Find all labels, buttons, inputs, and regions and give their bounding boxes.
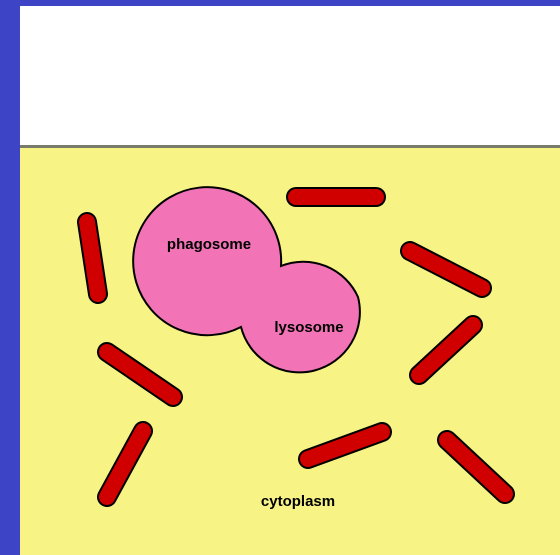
cytoplasm-label: cytoplasm (261, 493, 335, 510)
phagosome-label: phagosome (167, 236, 251, 253)
extracellular-region (20, 6, 560, 146)
lysosome-label: lysosome (274, 319, 343, 336)
bacterium-fill (87, 222, 98, 294)
